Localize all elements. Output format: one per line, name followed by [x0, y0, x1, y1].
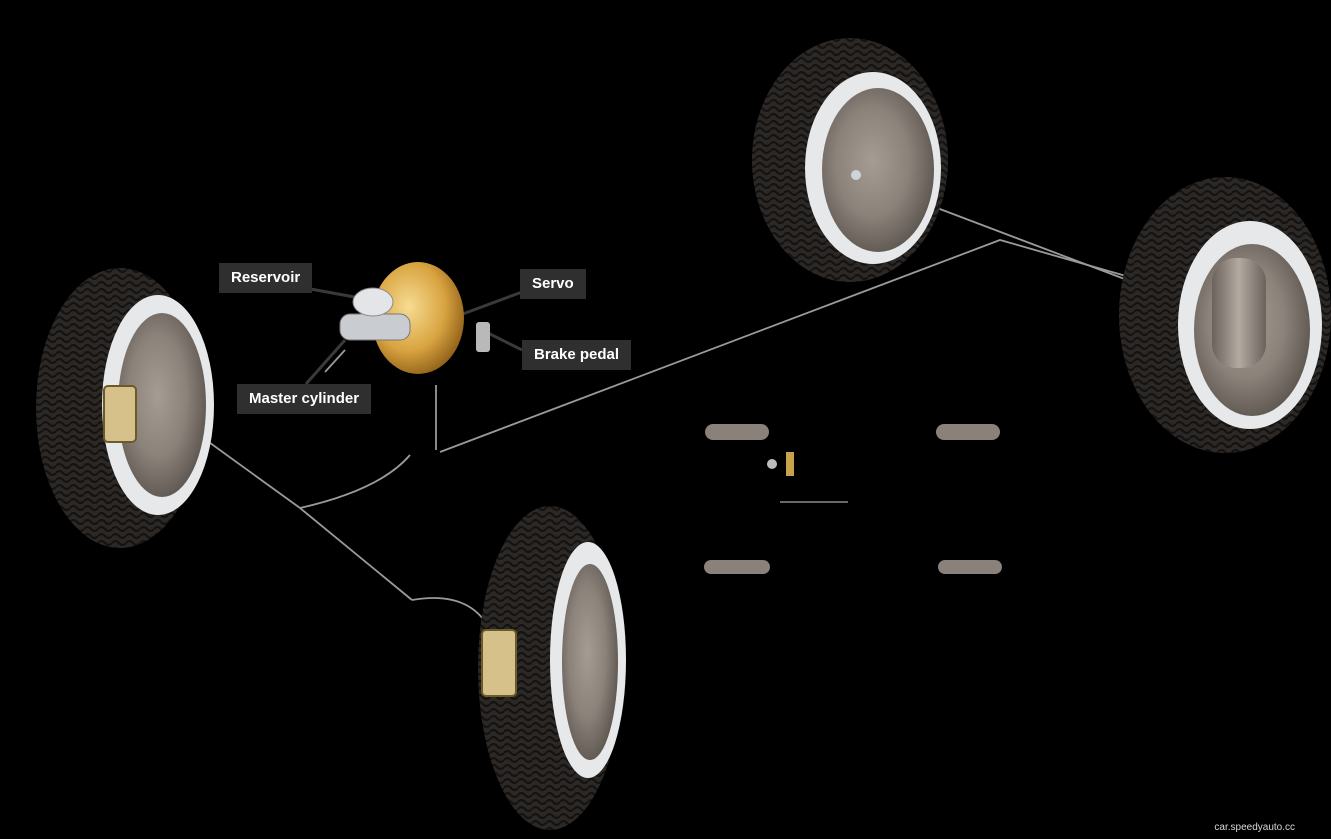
brake-pedal-lever [476, 322, 490, 352]
servo-unit [372, 262, 464, 374]
front-left-caliper [103, 385, 137, 443]
master-cylinder-label: Master cylinder [237, 384, 372, 414]
axle-schematic [704, 424, 1002, 574]
servo-label: Servo [520, 269, 586, 299]
master-cylinder-body [339, 313, 411, 341]
rear-left-wheel [478, 506, 626, 830]
brake-pedal-label: Brake pedal [522, 340, 632, 370]
reservoir-label: Reservoir [219, 263, 313, 293]
rear-left-caliper [481, 629, 517, 697]
front-right-wheel [752, 38, 948, 282]
watermark: car.speedyauto.cc [1214, 822, 1295, 833]
servo-assembly [339, 262, 490, 374]
front-left-wheel [36, 268, 214, 548]
rear-right-wheel [1119, 177, 1331, 453]
reservoir-tank [352, 287, 394, 317]
